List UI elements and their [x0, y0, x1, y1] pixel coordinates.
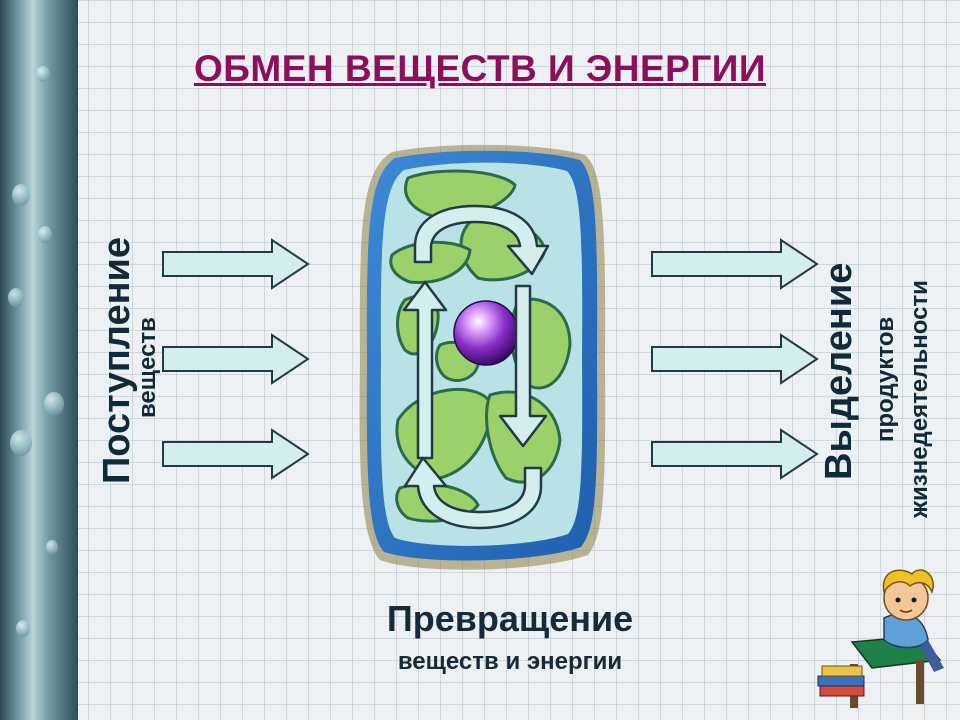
decorative-side-bar [0, 0, 78, 720]
cycle-arrow-icon [402, 204, 550, 530]
nucleus [453, 300, 519, 366]
droplet-decoration [12, 184, 30, 206]
droplet-decoration [44, 392, 64, 416]
transformation-sublabel: веществ и энергии [397, 648, 623, 675]
output-sublabel-2: жизнедеятельности [906, 280, 933, 518]
droplet-decoration [10, 430, 32, 456]
page-title: ОБМЕН ВЕЩЕСТВ И ЭНЕРГИИ [194, 48, 766, 89]
droplet-decoration [46, 540, 58, 555]
droplet-decoration [16, 620, 30, 637]
input-label: Поступление [96, 236, 138, 484]
schoolboy-illustration [817, 569, 944, 708]
output-arrow-icon [651, 238, 819, 480]
droplet-decoration [8, 288, 24, 307]
input-sublabel: веществ [134, 317, 161, 418]
output-label: Выделение [818, 262, 860, 480]
output-sublabel-1: продуктов [872, 316, 899, 442]
input-arrow-icon [162, 238, 310, 480]
droplet-decoration [38, 226, 52, 243]
droplet-decoration [36, 66, 50, 82]
transformation-label: Превращение [386, 598, 634, 639]
